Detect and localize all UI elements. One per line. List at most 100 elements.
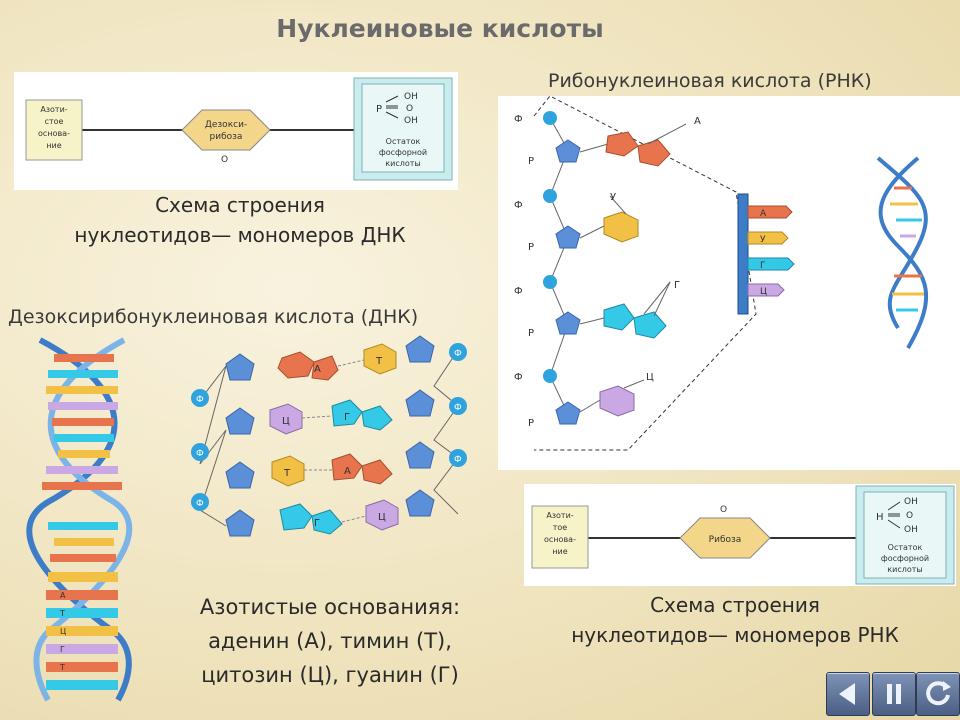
rna-header: Рибонуклеиновая кислота (РНК) [548, 70, 872, 92]
rna-scheme-caption: Схема строения нуклеотидов— мономеров РН… [520, 590, 950, 650]
dna-phosphate-label-2: кислоты [385, 159, 420, 168]
bases-caption-line1: Азотистые основанияя: [199, 595, 461, 619]
rna-base-label-0: Азоти- [546, 511, 573, 520]
rna-base-label-c: Ц [646, 372, 654, 383]
dna-base-t2 [271, 455, 305, 487]
rna-sugar-2 [555, 311, 581, 335]
dna-ph-label-r1: Ф [454, 403, 462, 413]
dna-sugar-label-0: Дезокси- [205, 120, 247, 130]
back-icon [839, 683, 855, 705]
dna-pair-label-g: Г [344, 412, 350, 423]
rna-phosphate-label-0: Остаток [888, 543, 923, 552]
dna-pair-label-c2: Ц [378, 512, 386, 523]
dna-pair-label-c: Ц [282, 416, 290, 427]
rna-base-g-ring1 [603, 303, 635, 331]
rna-ph-label-1: Ф [514, 200, 523, 211]
dna-helix-label-c: Ц [60, 627, 66, 636]
dna-base-g2-ring2 [311, 509, 343, 535]
rna-phosphate-oh1: OH [904, 497, 918, 507]
dna-sugars [225, 335, 435, 537]
replay-button[interactable] [916, 672, 960, 716]
dna-ph-label-l1: Ф [196, 449, 204, 459]
dna-base-label-2: основа- [38, 129, 70, 138]
dna-ph-label-l2: Ф [196, 499, 204, 509]
dna-phosphates-right [449, 343, 467, 467]
rna-base-g-ring2 [633, 311, 667, 339]
dna-pair-label-g2: Г [314, 518, 320, 529]
rna-strip-label-u: У [760, 235, 766, 245]
rna-phosphate-0 [543, 111, 557, 125]
rna-strip-label-c: Ц [760, 287, 767, 297]
dna-caption-line2: нуклеотидов— мономеров ДНК [74, 223, 406, 247]
rna-ph-label-2: Ф [514, 286, 523, 297]
dna-phosphate-o: O [406, 104, 413, 114]
dna-pair-label-a: А [314, 364, 321, 375]
dna-base-label-3: ние [46, 141, 61, 150]
dna-pair-label-a2: А [344, 466, 351, 477]
dna-phosphate-label-1: фосфорной [379, 148, 427, 157]
dna-base-a2 [331, 453, 363, 481]
rna-sugar-1 [555, 225, 581, 249]
rna-phosphate-label-1: фосфорной [881, 554, 929, 563]
dna-phosphates-left [191, 389, 209, 511]
dna-helix-label-a: А [60, 591, 66, 600]
rna-base-c [599, 385, 635, 417]
rna-ph-label-3: Ф [514, 372, 523, 383]
dna-base-a2-ring2 [361, 459, 393, 485]
rna-phosphate-2 [543, 275, 557, 289]
rna-sugar-label: Рибоза [709, 535, 742, 545]
rna-sugar-3 [555, 401, 581, 425]
dna-header: Дезоксирибонуклеиновая кислота (ДНК) [8, 306, 419, 328]
rna-sugar-label-0: Р [528, 156, 534, 167]
rna-strip-g [747, 257, 795, 271]
rna-phosphate-o: O [906, 511, 913, 521]
dna-phosphate-oh1: OH [404, 92, 418, 102]
rna-sugar-label-3: Р [528, 418, 534, 429]
dna-base-a-ring2 [311, 355, 339, 381]
dna-base-g-ring2 [361, 405, 393, 431]
rna-strip-label-g: Г [760, 261, 766, 271]
back-button[interactable] [826, 672, 870, 716]
rna-sugar-o: O [720, 505, 727, 515]
rna-strip-backbone [737, 193, 749, 315]
rna-phosphate-label-2: кислоты [887, 565, 922, 574]
dna-scheme-caption: Схема строения нуклеотидов— мономеров ДН… [40, 190, 440, 250]
dna-ph-label-r2: Ф [454, 455, 462, 465]
dna-base-g [331, 399, 363, 427]
rna-base-label-3: ние [552, 547, 567, 556]
rna-caption-line1: Схема строения [650, 593, 820, 617]
dna-hydrogen-bonds [301, 359, 367, 523]
dna-caption-line1: Схема строения [155, 193, 325, 217]
dna-phosphate-label-0: Остаток [386, 137, 421, 146]
dna-sugar-o: O [221, 155, 228, 165]
dna-helix-label-t1: Т [59, 609, 65, 618]
dna-base-g2 [279, 503, 313, 531]
rna-base-a-ring1 [605, 131, 639, 157]
rna-base-u [603, 211, 639, 243]
pause-icon [887, 684, 901, 704]
pause-button[interactable] [872, 672, 916, 716]
dna-nucleotide-scheme: Азоти- стое основа- ние Дезокси- рибоза … [14, 72, 458, 190]
rna-phosphate-h: H [876, 512, 884, 523]
rna-base-label-u: У [610, 192, 616, 203]
dna-phosphate-oh2: OH [404, 116, 418, 126]
rna-strip-u [747, 231, 789, 245]
dna-base-c2 [365, 499, 399, 531]
bases-caption-line2: аденин (А), тимин (Т), [208, 629, 452, 653]
bases-caption-line3: цитозин (Ц), гуанин (Г) [201, 663, 459, 687]
dna-base-label-1: стое [45, 117, 64, 126]
dna-helix-rungs [42, 354, 122, 690]
dna-helix-label-t2: Т [59, 663, 65, 672]
rna-base-label-a: А [694, 116, 701, 127]
dna-sugar-label-1: рибоза [210, 132, 243, 142]
dna-pairs-svg: Ф Ф Ф Ф Ф Ф А Т Ц Г Т А Г [191, 335, 467, 537]
dna-base-a [277, 351, 315, 379]
dna-base-t [363, 343, 397, 375]
dna-helix-label-g: Г [60, 645, 65, 654]
rna-base-label-1: тое [553, 523, 568, 532]
rna-base-a-ring2 [637, 139, 671, 167]
dna-scheme-svg: Азоти- стое основа- ние Дезокси- рибоза … [25, 77, 453, 181]
rna-ph-label-0: Ф [514, 114, 523, 125]
rna-diagram: Ф Ф Ф Ф Р Р Р Р А У Г Ц А У [498, 95, 960, 470]
dna-pairs-diagram: Ф Ф Ф Ф Ф Ф А Т Ц Г Т А Г [184, 330, 484, 550]
